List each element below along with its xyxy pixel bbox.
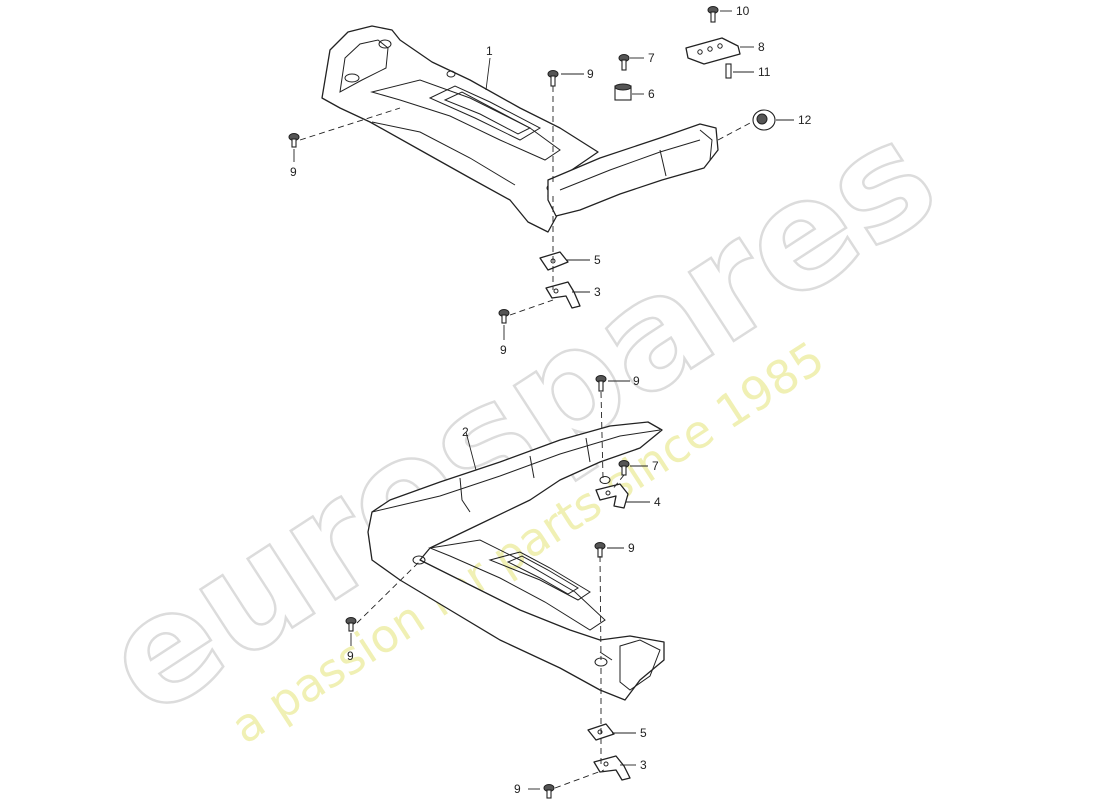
callout-3-lower: 3 — [640, 758, 647, 772]
callout-7-lower: 7 — [652, 459, 659, 473]
screw-9-lower-mid — [594, 542, 606, 558]
callout-9-bottom: 9 — [514, 782, 521, 796]
plate-8 — [685, 37, 741, 65]
callout-1: 1 — [486, 44, 493, 58]
callout-5-upper: 5 — [594, 253, 601, 267]
callout-10: 10 — [736, 4, 750, 18]
callout-3-upper: 3 — [594, 285, 601, 299]
callout-12: 12 — [798, 113, 812, 127]
bracket-3-upper — [545, 281, 581, 309]
callout-9-middle: 9 — [500, 343, 507, 357]
assembly-lines — [299, 86, 753, 789]
screw-9-middle — [498, 309, 510, 324]
part-2-cover-lower — [367, 421, 665, 701]
screw-9-lower-top — [595, 375, 607, 392]
bracket-3-lower — [593, 755, 631, 781]
screw-9-upper-left — [288, 133, 300, 148]
clip-5-upper — [539, 251, 569, 271]
part-1-cover-upper — [321, 25, 599, 233]
screw-9-upper-center — [547, 70, 559, 87]
side-bracket-upper — [547, 123, 719, 217]
bushing-6 — [614, 83, 632, 101]
callout-9-lower-mid: 9 — [628, 541, 635, 555]
callout-8: 8 — [758, 40, 765, 54]
callout-5-lower: 5 — [640, 726, 647, 740]
callout-11: 11 — [758, 65, 771, 79]
callout-7-upper: 7 — [648, 51, 655, 65]
screw-9-lower-left — [345, 617, 357, 632]
screw-10 — [707, 6, 719, 23]
leader-lines — [293, 10, 794, 790]
pin-11 — [725, 63, 732, 79]
callouts: 1 2 3 3 4 5 5 6 7 7 8 9 9 9 9 9 9 9 10 1… — [290, 4, 812, 796]
callout-9-upper-left: 9 — [290, 165, 297, 179]
grommet-12 — [752, 109, 776, 131]
callout-6: 6 — [648, 87, 655, 101]
screw-7-upper — [618, 54, 630, 71]
callout-9-upper-center: 9 — [587, 67, 594, 81]
screw-9-bottom — [543, 784, 555, 799]
callout-9-lower-top: 9 — [633, 374, 640, 388]
callout-9-lower-left: 9 — [347, 649, 354, 663]
bracket-4 — [595, 483, 629, 509]
callout-4: 4 — [654, 495, 661, 509]
callout-2: 2 — [462, 425, 469, 439]
